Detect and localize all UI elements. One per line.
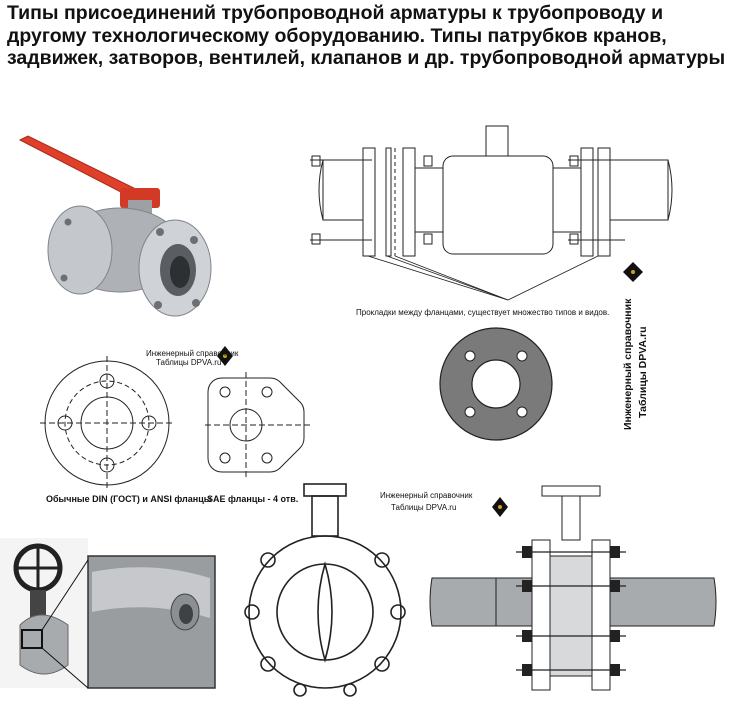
wafer-flange-drawing (429, 485, 717, 691)
caption-sae: SAE фланцы - 4 отв. (207, 494, 299, 504)
ball-valve-photo (18, 135, 212, 317)
watermark-vertical-line2: Таблицы DPVA.ru (637, 326, 649, 419)
gasket-note: Прокладки между фланцами, существует мно… (356, 308, 610, 317)
sae-flange-drawing (205, 372, 310, 480)
watermark-vertical-line1: Инженерный справочник (622, 298, 634, 430)
watermark-line1-top: Инженерный справочник (146, 349, 239, 358)
caption-din-ansi: Обычные DIN (ГОСТ) и ANSI фланцы (46, 494, 212, 504)
watermark-line2-top: Таблицы DPVA.ru (156, 358, 222, 367)
watermark-logo-icon (217, 262, 643, 517)
lug-butterfly-drawing (244, 483, 406, 697)
page-title: Типы присоединений трубопроводной армату… (7, 2, 726, 69)
butterfly-valve-photo (0, 538, 216, 689)
flange-assembly-drawing (310, 125, 673, 301)
watermark-line2-bottom: Таблицы DPVA.ru (391, 503, 457, 512)
gasket-ring (439, 327, 553, 441)
watermark-line1-bottom: Инженерный справочник (380, 491, 473, 500)
din-flange-drawing (40, 356, 174, 490)
